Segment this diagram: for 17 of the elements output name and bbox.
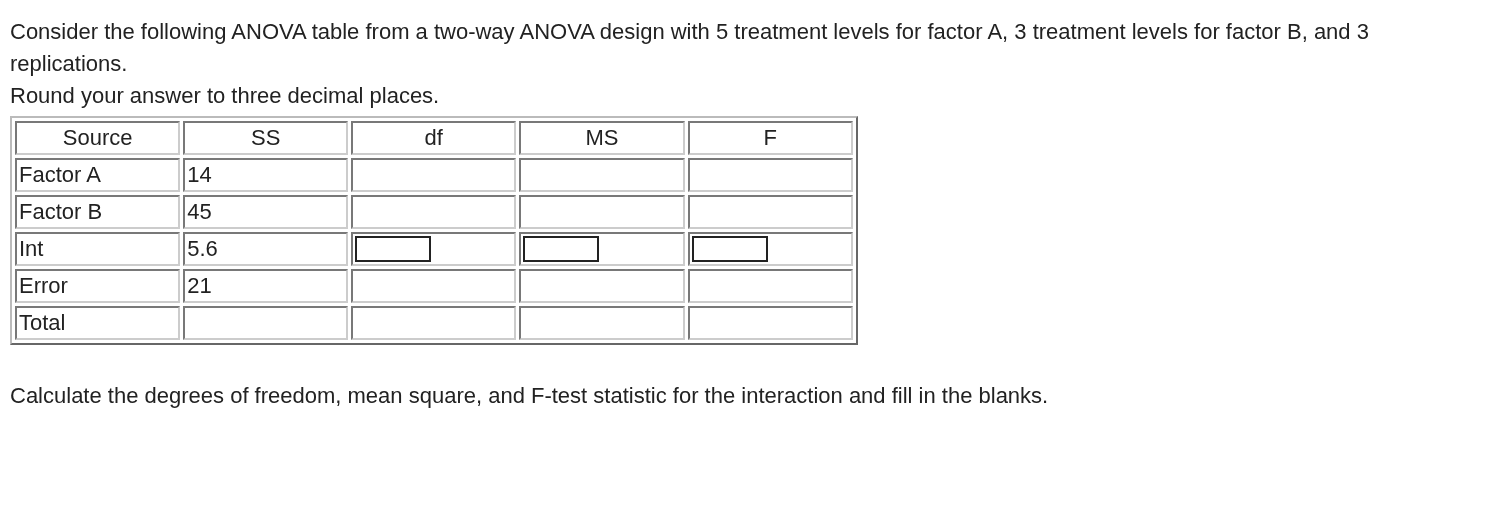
table-cell: 5.6 — [183, 232, 349, 266]
question-text: Consider the following ANOVA table from a two-way ANOVA design with 5 treatment levels for factor A, 3 treatment levels for factor B, and 3 replications. — [10, 18, 1370, 78]
task-text: Calculate the degrees of freedom, mean square, and F-test statistic for the interaction and fill in the blanks. — [10, 382, 1049, 410]
column-header: SS — [183, 121, 349, 155]
row-header: Factor B — [15, 195, 181, 229]
column-header: df — [351, 121, 517, 155]
instruction-text: Round your answer to three decimal places. — [10, 82, 441, 110]
column-header: F — [687, 121, 853, 155]
table-cell: 14 — [183, 158, 349, 192]
row-header: Total — [15, 306, 181, 340]
table-cell: 21 — [183, 269, 349, 303]
row-header: Int — [15, 232, 181, 266]
row-header: Error — [15, 269, 181, 303]
column-header: Source — [15, 121, 181, 155]
table-cell: 45 — [183, 195, 349, 229]
row-header: Factor A — [15, 158, 181, 192]
column-header: MS — [519, 121, 685, 155]
